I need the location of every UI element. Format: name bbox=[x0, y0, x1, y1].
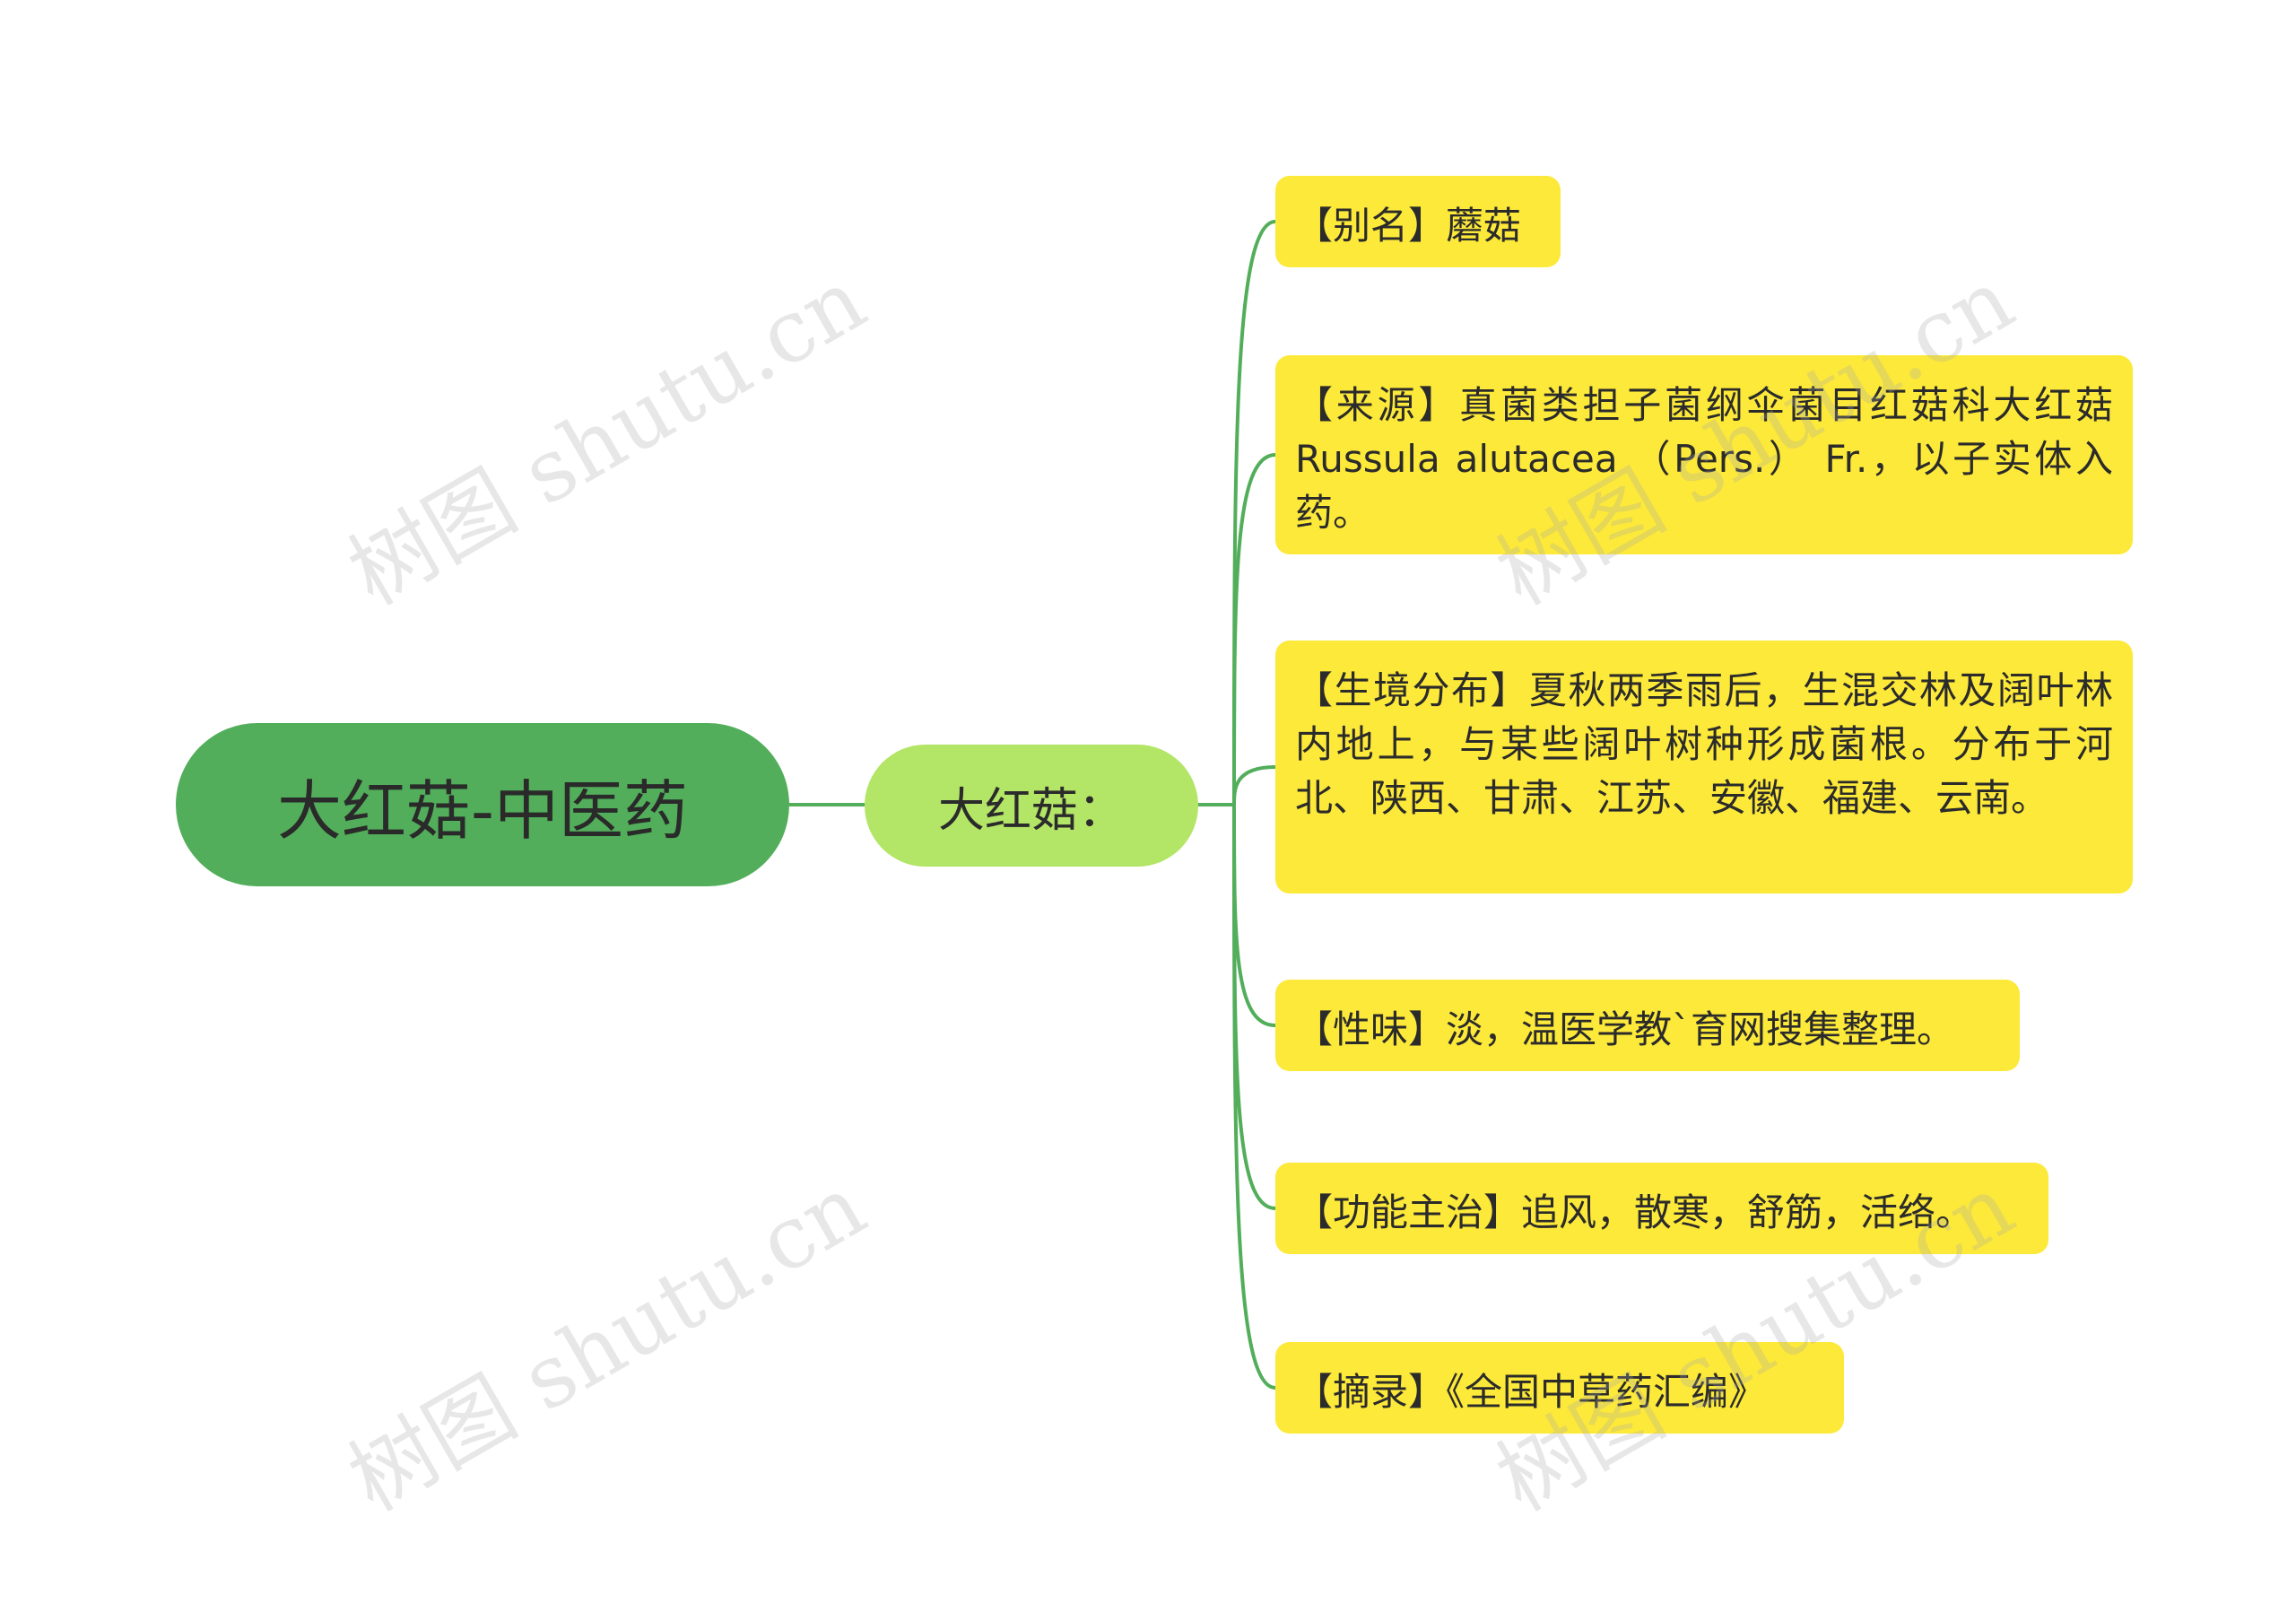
connector-leaf-2 bbox=[1232, 765, 1276, 806]
root-topic-label: 大红菇-中医药 bbox=[277, 772, 688, 849]
leaf-topic-function[interactable]: 【功能主治】追风，散寒，舒筋，活络。 bbox=[1275, 1163, 2048, 1254]
leaf-topic-excerpt[interactable]: 【摘录】《全国中草药汇编》 bbox=[1275, 1342, 1844, 1434]
branch-topic[interactable]: 大红菇： bbox=[865, 745, 1198, 867]
connector-leaf-4 bbox=[1232, 804, 1276, 1210]
connector-leaf-1 bbox=[1232, 453, 1276, 806]
leaf-topic-text: 【来源】真菌类担子菌纲伞菌目红菇科大红菇Russula alutacea （Pe… bbox=[1295, 383, 2113, 535]
leaf-topic-text: 【生境分布】夏秋两季雨后，生混交林及阔叶林内地上，与某些阔叶树种形成菌根。分布于… bbox=[1295, 668, 2113, 820]
leaf-topic-nature[interactable]: 【性味】淡，温医学教`育网搜集整理。 bbox=[1275, 980, 2020, 1071]
connector-leaf-5 bbox=[1232, 804, 1276, 1390]
leaf-topic-text: 【功能主治】追风，散寒，舒筋，活络。 bbox=[1295, 1190, 1974, 1234]
leaf-topic-text: 【性味】淡，温医学教`育网搜集整理。 bbox=[1295, 1007, 1955, 1051]
leaf-topic-text: 【摘录】《全国中草药汇编》 bbox=[1295, 1370, 1767, 1414]
leaf-topic-text: 【别名】蘑菇 bbox=[1295, 204, 1522, 248]
connector-leaf-0 bbox=[1232, 220, 1276, 806]
root-topic[interactable]: 大红菇-中医药 bbox=[176, 723, 789, 886]
connector-leaf-3 bbox=[1232, 804, 1276, 1027]
leaf-topic-source[interactable]: 【来源】真菌类担子菌纲伞菌目红菇科大红菇Russula alutacea （Pe… bbox=[1275, 355, 2133, 554]
leaf-topic-habitat[interactable]: 【生境分布】夏秋两季雨后，生混交林及阔叶林内地上，与某些阔叶树种形成菌根。分布于… bbox=[1275, 641, 2133, 894]
branch-topic-label: 大红菇： bbox=[937, 783, 1125, 838]
leaf-topic-alias[interactable]: 【别名】蘑菇 bbox=[1275, 176, 1561, 267]
